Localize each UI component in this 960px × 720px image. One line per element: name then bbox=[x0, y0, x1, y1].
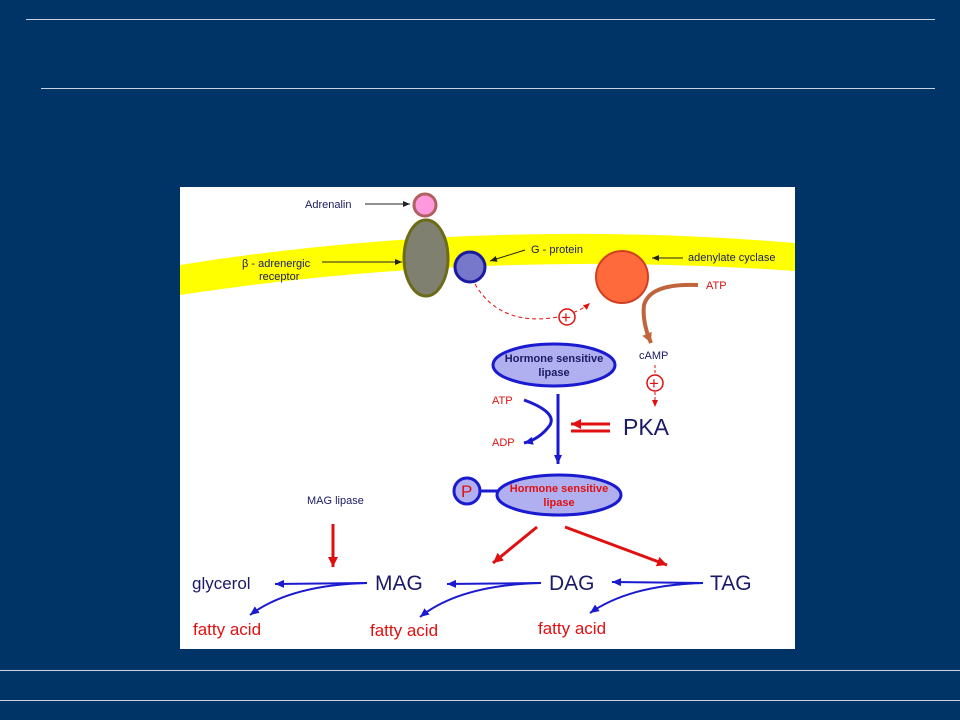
beta-receptor-label-line1: β - adrenergic bbox=[242, 258, 311, 270]
tag-label: TAG bbox=[710, 572, 752, 595]
top-rule bbox=[26, 19, 935, 20]
phosphorylated-hormone-sensitive-lipase bbox=[495, 473, 623, 517]
cell-membrane bbox=[180, 233, 795, 295]
adp-label: ADP bbox=[492, 437, 515, 449]
fatty-acid-label-3: fatty acid bbox=[538, 619, 606, 638]
fatty-acid-label-1: fatty acid bbox=[193, 620, 261, 639]
hsl-label-line1: Hormone sensitive bbox=[505, 353, 603, 365]
hsl-p-label-line1: Hormone sensitive bbox=[510, 483, 608, 495]
camp-label: cAMP bbox=[639, 350, 668, 362]
footer-rule-lower bbox=[0, 700, 960, 701]
hsl-to-tag-arrow bbox=[564, 525, 668, 567]
adenylate-cyclase bbox=[595, 250, 649, 304]
g-protein-activation-arrow bbox=[474, 283, 591, 320]
activation-plus-2: + bbox=[649, 374, 659, 393]
hsl-to-dag-arrow bbox=[492, 525, 538, 565]
mag-lipase-label: MAG lipase bbox=[307, 495, 364, 507]
mag-label: MAG bbox=[375, 572, 423, 595]
title-rule bbox=[41, 88, 935, 89]
fatty-acid-label-2: fatty acid bbox=[370, 621, 438, 640]
lipolysis-diagram: Adrenalin β - adrenergic receptor G - pr… bbox=[180, 187, 795, 649]
phosphate-label: P bbox=[461, 482, 472, 501]
adrenalin-label: Adrenalin bbox=[305, 199, 351, 211]
dag-label: DAG bbox=[549, 572, 595, 595]
beta-adrenergic-receptor bbox=[402, 218, 450, 298]
glycerol-label: glycerol bbox=[192, 574, 251, 593]
g-protein-label: G - protein bbox=[531, 244, 583, 256]
footer-rule-upper bbox=[0, 670, 960, 671]
pka-label: PKA bbox=[623, 414, 670, 440]
hsl-label-line2: lipase bbox=[538, 367, 569, 379]
hsl-p-label-line2: lipase bbox=[543, 497, 574, 509]
activation-plus-1: + bbox=[561, 308, 571, 327]
g-protein bbox=[453, 250, 487, 284]
atp-left-label: ATP bbox=[492, 395, 513, 407]
atp-top-label: ATP bbox=[706, 280, 727, 292]
adrenalin-molecule bbox=[412, 192, 438, 218]
hormone-sensitive-lipase bbox=[491, 342, 617, 388]
beta-receptor-label-line2: receptor bbox=[259, 271, 300, 283]
adenylate-cyclase-label: adenylate cyclase bbox=[688, 252, 775, 264]
atp-to-camp-arrow bbox=[641, 282, 699, 344]
atp-adp-arrow bbox=[523, 398, 553, 445]
